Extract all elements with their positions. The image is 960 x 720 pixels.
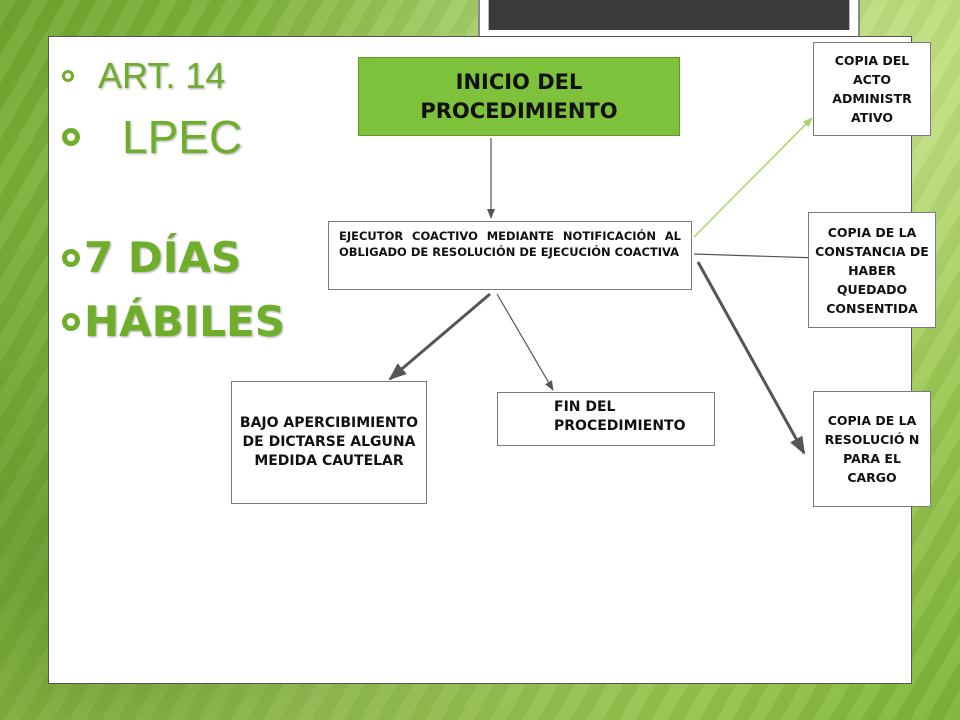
node-bajo-apercibimiento: BAJO APERCIBIMIENTO DE DICTARSE ALGUNA M… [231, 381, 427, 504]
node-fin-procedimiento: FIN DEL PROCEDIMIENTO [497, 392, 715, 446]
top-decorative-tab [478, 0, 860, 40]
bullet-law-text: LPEC [122, 111, 243, 163]
bullet-circle-icon [62, 248, 80, 267]
bullet-working-text: HÁBILES [84, 297, 285, 346]
node-inicio-procedimiento: INICIO DEL PROCEDIMIENTO [358, 57, 680, 136]
bullet-circle-icon [62, 128, 80, 146]
bullet-days: 7 DÍAS [62, 233, 241, 282]
bullet-art-text: ART. 14 [98, 55, 226, 96]
node-copia-acto: COPIA DEL ACTO ADMINISTR ATIVO [813, 42, 931, 136]
bullet-working: HÁBILES [62, 297, 285, 346]
node-copia-constancia: COPIA DE LA CONSTANCIA DE HABER QUEDADO … [808, 212, 936, 328]
node-ejecutor-coactivo: EJECUTOR COACTIVO MEDIANTE NOTIFICACIÓN … [328, 221, 692, 290]
bullet-law: LPEC [62, 110, 242, 164]
arrow-ejecutor-to-copia-resolucion [696, 261, 806, 455]
arrow-ejecutor-to-copia-constancia [693, 253, 819, 262]
arrow-ejecutor-to-bajo [388, 292, 491, 381]
bullet-circle-icon [62, 70, 74, 82]
content-panel [48, 36, 912, 684]
bullet-days-text: 7 DÍAS [84, 233, 242, 282]
node-copia-resolucion: COPIA DE LA RESOLUCIÓ N PARA EL CARGO [813, 391, 931, 507]
arrow-ejecutor-to-copia-acto [693, 117, 813, 238]
bullet-art: ART. 14 [62, 55, 225, 97]
arrow-ejecutor-to-fin [496, 293, 554, 391]
bullet-circle-icon [62, 312, 80, 331]
